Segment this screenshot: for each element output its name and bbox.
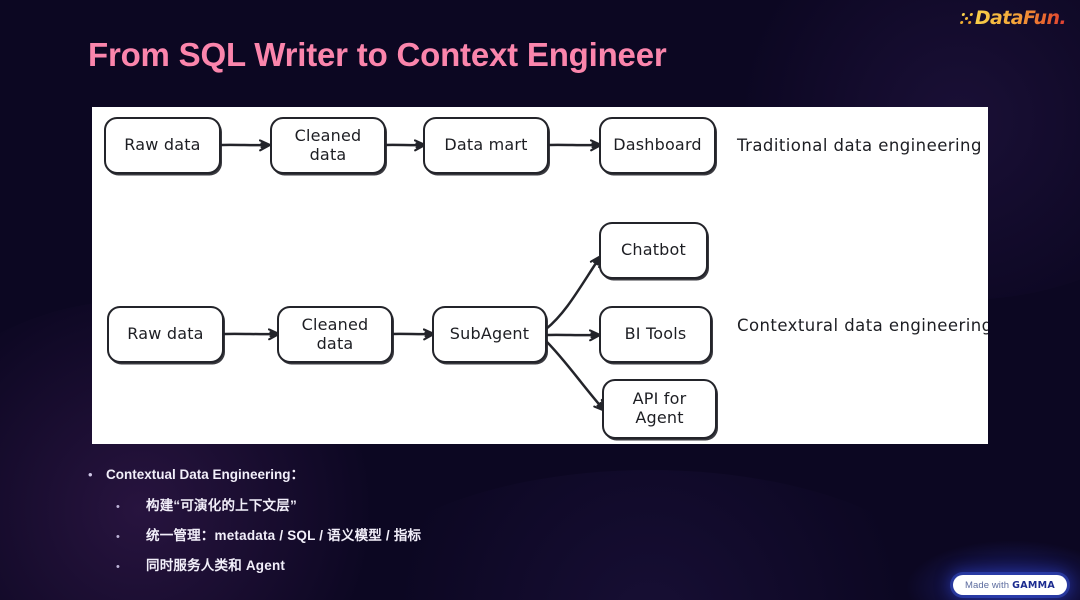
bullet-text: Contextual Data Engineering： <box>106 467 305 482</box>
datafun-dots-icon <box>959 12 974 24</box>
bullet-item-3: • 同时服务人类和 Agent <box>88 554 728 574</box>
bullet-item-2: • 统一管理：metadata / SQL / 语义模型 / 指标 <box>88 524 728 544</box>
bullet-text: 构建“可演化的上下文层” <box>146 498 297 513</box>
logo-wordmark: DataFun. <box>974 7 1067 29</box>
label-contextual-data-engineering: Contextural data engineering <box>737 316 988 335</box>
bullet-marker: • <box>116 501 120 513</box>
gamma-brand-label: GAMMA <box>1012 579 1056 591</box>
node-subagent[interactable]: SubAgent <box>432 306 547 363</box>
label-traditional-data-engineering: Traditional data engineering <box>737 136 982 155</box>
datafun-logo: DataFun. <box>959 7 1067 29</box>
bullet-text: 同时服务人类和 Agent <box>146 558 286 573</box>
bullet-text: 统一管理：metadata / SQL / 语义模型 / 指标 <box>146 528 422 543</box>
node-dashboard[interactable]: Dashboard <box>599 117 716 174</box>
made-with-gamma-badge[interactable]: Made with GAMMA <box>953 575 1067 595</box>
bullet-item-1: • 构建“可演化的上下文层” <box>88 494 728 514</box>
diagram-panel: Raw data Cleaned data Data mart Dashboar… <box>92 107 988 444</box>
node-api-for-agent[interactable]: API for Agent <box>602 379 717 439</box>
diagram-connectors <box>218 107 988 444</box>
node-bi-tools[interactable]: BI Tools <box>599 306 712 363</box>
bullet-marker: • <box>116 531 120 543</box>
bullet-item-0: • Contextual Data Engineering： <box>88 463 728 483</box>
bullet-list: • Contextual Data Engineering： • 构建“可演化的… <box>88 463 728 584</box>
node-cleaned-data-traditional[interactable]: Cleaned data <box>270 117 386 174</box>
node-raw-data-contextual[interactable]: Raw data <box>107 306 224 363</box>
node-raw-data-traditional[interactable]: Raw data <box>104 117 221 174</box>
made-with-label: Made with <box>964 579 1010 591</box>
node-chatbot[interactable]: Chatbot <box>599 222 708 279</box>
page-title: From SQL Writer to Context Engineer <box>88 36 667 73</box>
node-data-mart[interactable]: Data mart <box>423 117 549 174</box>
bullet-marker: • <box>116 561 120 573</box>
bullet-marker: • <box>88 467 93 482</box>
node-cleaned-data-contextual[interactable]: Cleaned data <box>277 306 393 363</box>
